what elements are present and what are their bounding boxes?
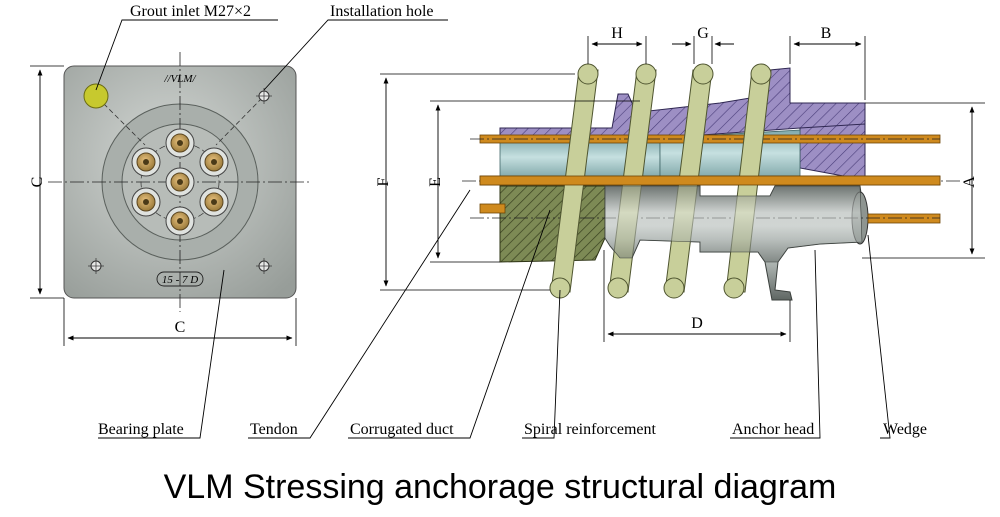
callout-bearing-plate: Bearing plate <box>98 421 184 438</box>
callout-grout-inlet: Grout inlet M27×2 <box>130 3 251 20</box>
dim-label-D: D <box>691 315 703 332</box>
bearing-plate-front-view: //VLM/ 15 - 7 D C C <box>29 52 310 346</box>
callout-wedge: Wedge <box>883 421 927 438</box>
dim-label-A: A <box>961 176 978 188</box>
diagram-title: VLM Stressing anchorage structural diagr… <box>164 468 837 506</box>
callout-spiral-reinforcement: Spiral reinforcement <box>524 421 657 438</box>
callout-tendon: Tendon <box>250 421 298 438</box>
tendon-lower <box>479 203 506 214</box>
wedge-holes <box>131 128 229 236</box>
dim-label-B: B <box>821 25 832 42</box>
dim-label-plate-height: C <box>29 177 46 188</box>
callout-anchor-head: Anchor head <box>732 421 814 438</box>
dim-label-plate-width: C <box>175 319 186 336</box>
callout-installation-hole: Installation hole <box>330 3 434 20</box>
anchorage-side-section: F E A H G B D <box>375 25 985 342</box>
dim-label-H: H <box>611 25 623 42</box>
dim-label-G: G <box>697 25 709 42</box>
callout-corrugated-duct: Corrugated duct <box>350 421 454 438</box>
callout-leaders <box>95 19 891 439</box>
corrugated-duct-section <box>499 185 606 263</box>
plate-model-mark: 15 - 7 D <box>162 274 198 286</box>
grout-inlet-hole <box>83 83 109 109</box>
plate-brand-mark: //VLM/ <box>163 73 196 85</box>
dim-label-F: F <box>375 177 392 186</box>
dim-label-E: E <box>427 177 444 187</box>
installation-holes <box>88 88 272 274</box>
